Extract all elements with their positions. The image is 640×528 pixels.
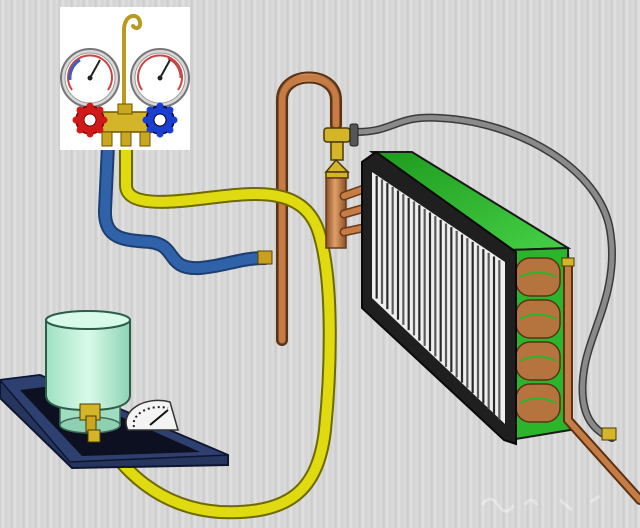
- copper-return-line: [561, 257, 640, 505]
- copper-suction-line: [276, 71, 342, 346]
- high-side-gauge: [130, 48, 190, 108]
- blue-valve-knob-icon: [142, 102, 178, 138]
- low-side-needle: [89, 59, 101, 79]
- gray-hose: [352, 113, 617, 442]
- refrigerant-cylinder: [45, 310, 131, 443]
- manifold-gauge-set: [60, 7, 190, 150]
- watermark-icon: [480, 494, 601, 513]
- coil-inlet-tubes: [325, 177, 377, 249]
- scale-dial-icon: [125, 399, 179, 431]
- yellow-hose-fitting: [87, 429, 101, 443]
- red-valve-knob-icon: [72, 102, 108, 138]
- evaporator-coil: [361, 150, 572, 446]
- coil-copper-rows: [515, 257, 561, 423]
- high-side-port: [139, 131, 151, 147]
- low-side-gauge: [60, 48, 120, 108]
- service-valve: [323, 123, 359, 179]
- yellow-hose: [93, 143, 337, 520]
- high-side-needle: [159, 59, 171, 79]
- blue-hose: [98, 138, 273, 276]
- low-side-port: [101, 131, 113, 147]
- gray-hose-fitting: [601, 427, 617, 441]
- coil-fins: [375, 175, 501, 420]
- manifold-hook: [122, 13, 143, 122]
- blue-hose-fitting: [257, 250, 273, 265]
- cylinder-top: [45, 310, 131, 330]
- center-port: [120, 131, 132, 147]
